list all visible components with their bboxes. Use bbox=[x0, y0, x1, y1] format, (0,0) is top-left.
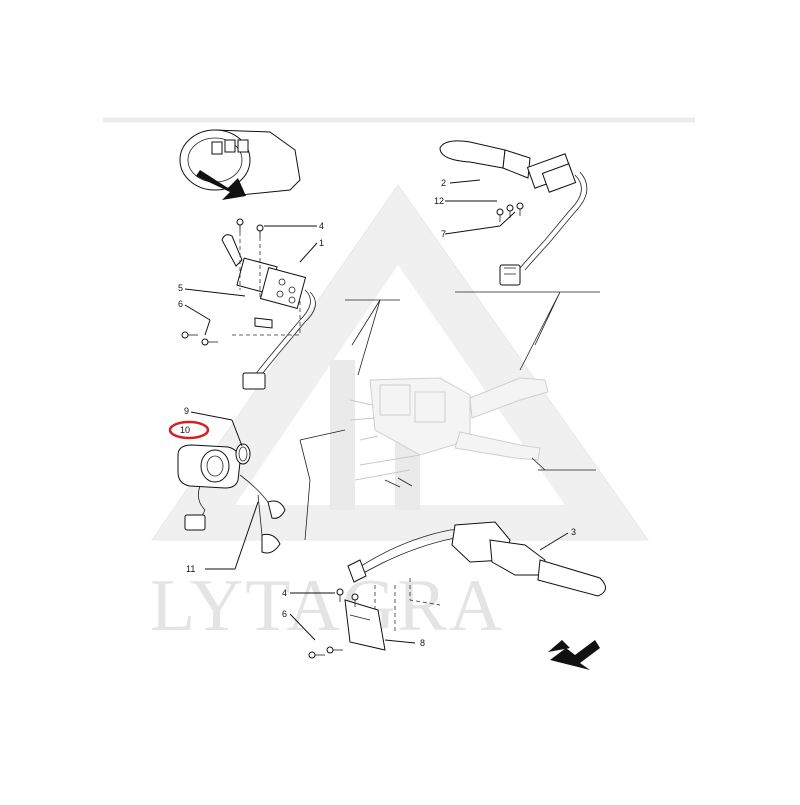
callout-9: 9 bbox=[184, 406, 189, 416]
callout-11: 11 bbox=[186, 564, 195, 574]
switch-assembly-left bbox=[181, 218, 316, 390]
highlight-ring bbox=[168, 420, 210, 440]
callout-2: 2 bbox=[441, 178, 446, 188]
stalk-assembly-bottom-right bbox=[308, 521, 606, 659]
steering-wheel-view bbox=[179, 129, 301, 200]
callout-1: 1 bbox=[319, 238, 324, 248]
watermark-text: LYTAGRA bbox=[150, 565, 504, 647]
center-assembly-ghost bbox=[349, 377, 549, 488]
callout-12: 12 bbox=[434, 196, 444, 206]
stalk-assembly-top-right bbox=[439, 140, 588, 286]
callout-5: 5 bbox=[178, 283, 183, 293]
ignition-switch bbox=[177, 443, 286, 554]
callout-4-bottom: 4 bbox=[282, 588, 287, 598]
callout-4-top: 4 bbox=[319, 221, 324, 231]
screw-icon bbox=[308, 588, 359, 659]
callout-6-bottom: 6 bbox=[282, 609, 287, 619]
leader-lines bbox=[184, 179, 569, 644]
pointer-arrow-icon bbox=[196, 170, 246, 200]
callout-7: 7 bbox=[441, 229, 446, 239]
bracket-lines bbox=[299, 291, 600, 541]
callout-8: 8 bbox=[420, 638, 425, 648]
callout-labels: 2 12 7 4 1 5 6 9 10 11 3 4 6 8 bbox=[178, 178, 576, 648]
watermark-bar-left bbox=[330, 360, 355, 510]
callout-6-top: 6 bbox=[178, 299, 183, 309]
screw-icon bbox=[181, 218, 264, 346]
screw-icon bbox=[496, 202, 524, 222]
callout-3: 3 bbox=[571, 527, 576, 537]
arrow-bottom-left-icon bbox=[548, 640, 600, 670]
callout-10: 10 bbox=[180, 425, 190, 435]
